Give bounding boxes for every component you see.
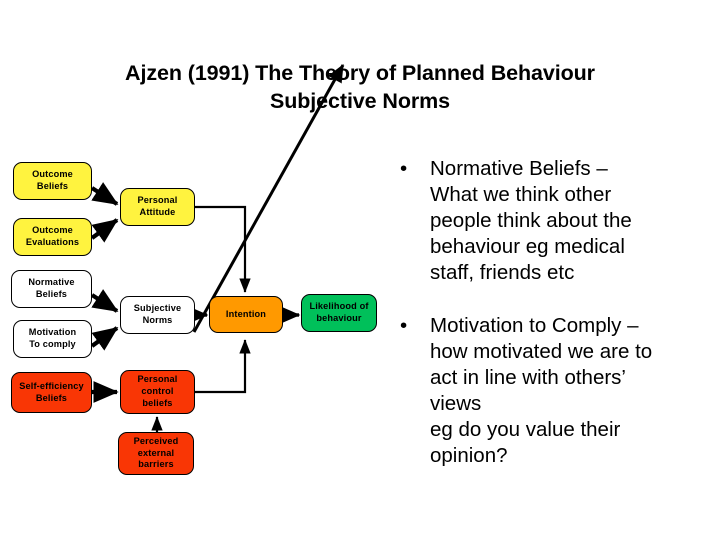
diagram-connectors — [90, 63, 345, 432]
node-outcome-beliefs[interactable]: Outcome Beliefs — [13, 162, 92, 200]
node-normative-beliefs[interactable]: Normative Beliefs — [11, 270, 92, 308]
bullet-list: • Normative Beliefs – What we think othe… — [392, 156, 712, 469]
node-personal-attitude[interactable]: Personal Attitude — [120, 188, 195, 226]
node-outcome-evaluations[interactable]: Outcome Evaluations — [13, 218, 92, 256]
edge-outcome-beliefs-to-personal-attitude — [90, 182, 119, 206]
edge-personal-control-to-intention — [195, 339, 251, 394]
node-subjective-norms[interactable]: Subjective Norms — [120, 296, 195, 334]
node-normative-beliefs-label: Normative Beliefs — [28, 277, 75, 299]
node-intention-label: Intention — [225, 308, 267, 319]
bullet-2-line-1: Motivation to Comply – — [430, 314, 639, 338]
bullet-1-line-3: people think about the — [430, 209, 632, 233]
node-outcome-beliefs-label: Outcome Beliefs — [32, 169, 73, 191]
bullet-1-line-4: behaviour eg medical — [430, 235, 625, 259]
node-personal-attitude-label: Personal Attitude — [137, 195, 178, 217]
edge-personal-attitude-to-intention — [195, 205, 251, 293]
node-personal-control-beliefs[interactable]: Personal control beliefs — [120, 370, 195, 414]
edge-outcome-evaluations-to-personal-attitude — [90, 218, 119, 243]
node-likelihood-of-behaviour-label: Likelihood of behaviour — [309, 301, 369, 323]
node-perceived-external-barriers-label: Perceived external barriers — [133, 435, 179, 470]
bullet-marker-icon: • — [400, 314, 408, 338]
page-title-line-2: Subjective Norms — [269, 88, 451, 113]
node-personal-control-beliefs-label: Personal control beliefs — [137, 374, 178, 408]
node-self-efficiency-beliefs-label: Self-efficiency Beliefs — [19, 380, 84, 403]
edge-normative-beliefs-to-subjective-norms — [90, 289, 119, 313]
bullet-1-line-2: What we think other — [430, 183, 612, 207]
node-perceived-external-barriers[interactable]: Perceived external barriers — [118, 432, 194, 475]
node-subjective-norms-label: Subjective Norms — [133, 303, 182, 325]
node-motivation-to-comply-label: Motivation To comply — [28, 327, 77, 349]
bullet-2-line-6: opinion? — [430, 444, 508, 468]
edge-perceived-barriers-to-likelihood — [192, 63, 345, 333]
node-likelihood-of-behaviour[interactable]: Likelihood of behaviour — [301, 294, 377, 332]
page-title-line-1: Ajzen (1991) The Theory of Planned Behav… — [125, 61, 595, 85]
bullet-1-line-1: Normative Beliefs – — [430, 157, 608, 180]
edge-motivation-to-comply-to-subjective-norms — [90, 326, 119, 351]
bullet-marker-icon: • — [400, 157, 408, 180]
node-motivation-to-comply[interactable]: Motivation To comply — [13, 320, 92, 358]
bullet-item-normative-beliefs: • Normative Beliefs – What we think othe… — [392, 156, 712, 286]
bullet-2-line-3: act in line with others’ — [430, 366, 626, 390]
bullet-item-motivation-to-comply: • Motivation to Comply – how motivated w… — [392, 313, 712, 469]
bullet-2-line-5: eg do you value their — [430, 418, 621, 442]
bullet-2-line-4: views — [430, 392, 482, 416]
bullet-1-line-5: staff, friends etc — [430, 261, 575, 285]
page-title: Ajzen (1991) The Theory of Planned Behav… — [28, 60, 692, 116]
node-self-efficiency-beliefs[interactable]: Self-efficiency Beliefs — [11, 372, 92, 413]
bullet-2-line-2: how motivated we are to — [430, 340, 653, 364]
node-intention[interactable]: Intention — [209, 296, 283, 333]
node-outcome-evaluations-label: Outcome Evaluations — [25, 225, 80, 247]
theory-of-planned-behaviour-diagram: Outcome Beliefs Outcome Evaluations Pers… — [0, 63, 400, 490]
